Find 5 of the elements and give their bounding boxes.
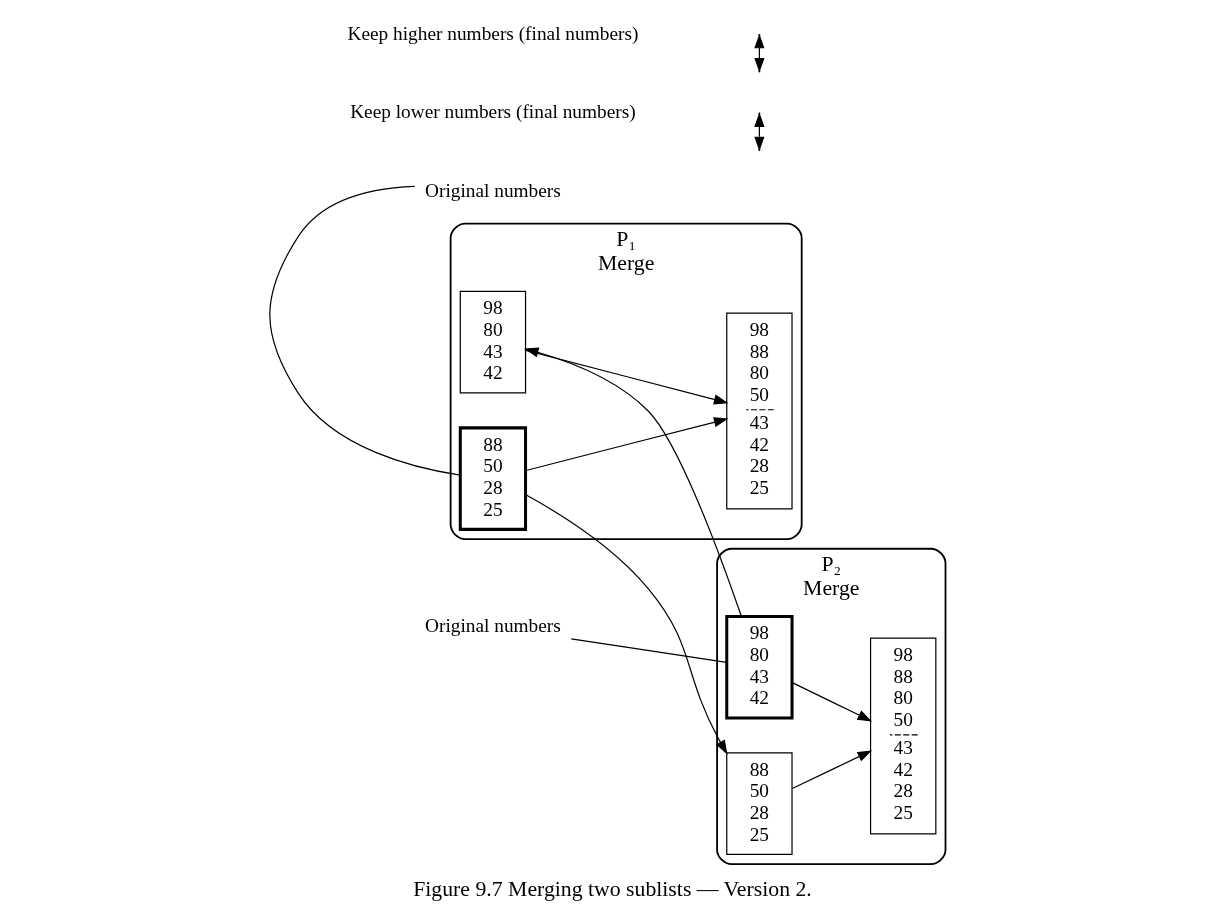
label: Keep lower numbers (final numbers) (350, 101, 636, 123)
node-text: Original numbers (425, 614, 561, 636)
node-text: Original numbers (425, 179, 561, 201)
caption: Figure 9.7 Merging two sublists — Version 2. (413, 877, 812, 902)
label: Keep higher numbers (final numbers) (347, 22, 639, 44)
